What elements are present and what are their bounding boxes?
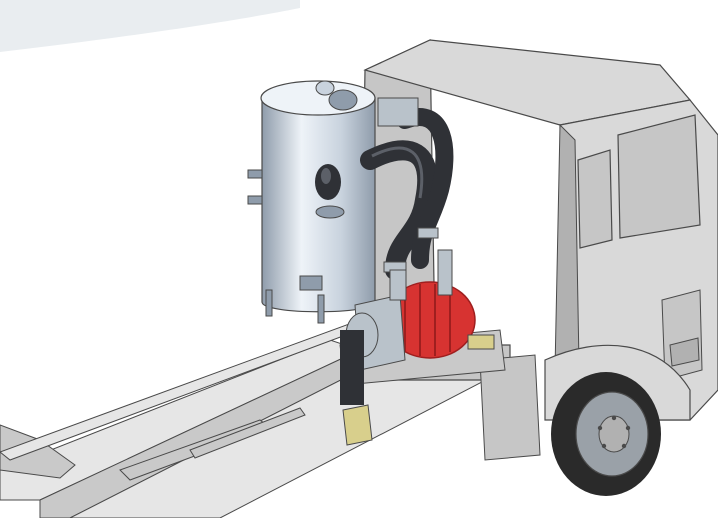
suction-hose-highlight bbox=[371, 146, 424, 199]
cab-roof bbox=[363, 39, 692, 126]
pump-inlet-pipe bbox=[389, 269, 407, 301]
tank-side-nozzle bbox=[247, 169, 263, 179]
wheel-nut bbox=[611, 415, 617, 421]
chassis-rear-block bbox=[0, 424, 76, 479]
tank-leg bbox=[265, 289, 273, 317]
cab-headlight-slot bbox=[669, 337, 700, 367]
chassis-crossmember-2 bbox=[189, 407, 306, 459]
vacuum-pump bbox=[339, 249, 506, 405]
cab-door-window bbox=[577, 149, 613, 249]
pump-outlet-pipe bbox=[437, 249, 453, 296]
pipe-bracket bbox=[377, 97, 419, 127]
cab-step bbox=[479, 354, 541, 461]
tank-sight-glass-highlight bbox=[321, 168, 331, 184]
suction-hoses bbox=[360, 97, 454, 280]
pump-rib bbox=[404, 284, 451, 356]
vacuum-tank bbox=[247, 80, 376, 324]
tank-lower-flange bbox=[315, 205, 345, 219]
tank-manhole bbox=[328, 89, 358, 111]
wheel-nut bbox=[601, 443, 607, 449]
tank-dome-valve bbox=[315, 80, 335, 96]
hose-clamp bbox=[417, 227, 439, 239]
tank-outlet-valve bbox=[299, 275, 323, 291]
pump-drive-shaft bbox=[340, 330, 364, 405]
cab-windscreen bbox=[617, 114, 701, 239]
wheel-nut bbox=[597, 425, 603, 431]
wheel-nut bbox=[621, 443, 627, 449]
wheel-nut bbox=[625, 425, 631, 431]
tank-side-nozzle bbox=[247, 195, 263, 205]
background-banner bbox=[0, 0, 300, 52]
tank-leg bbox=[317, 294, 325, 324]
suction-hose-1 bbox=[360, 140, 438, 280]
front-wheel bbox=[551, 372, 661, 496]
pump-mount-bolt-plate bbox=[467, 334, 495, 350]
chassis-bracket bbox=[342, 404, 373, 446]
